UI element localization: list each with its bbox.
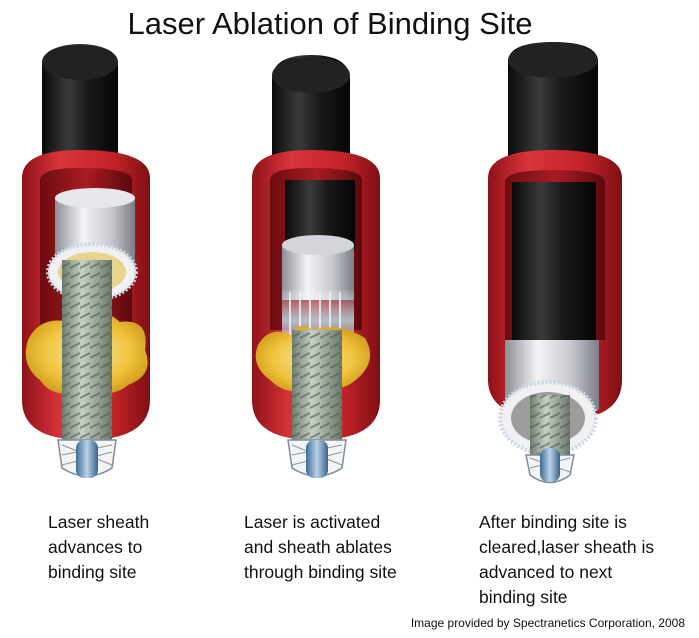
- step-3-caption: After binding site is cleared,laser shea…: [479, 512, 655, 607]
- step-2-caption: Laser is activated and sheath ablates th…: [244, 512, 397, 582]
- catheter-step-1: [22, 44, 150, 478]
- image-credit: Image provided by Spectranetics Corporat…: [410, 616, 685, 630]
- step-1-caption: Laser sheath advances to binding site: [48, 512, 150, 582]
- catheter-step-2: [252, 55, 380, 478]
- catheter-step-3: [488, 42, 622, 484]
- ablation-illustration: [22, 42, 622, 484]
- page-title: Laser Ablation of Binding Site: [127, 6, 533, 41]
